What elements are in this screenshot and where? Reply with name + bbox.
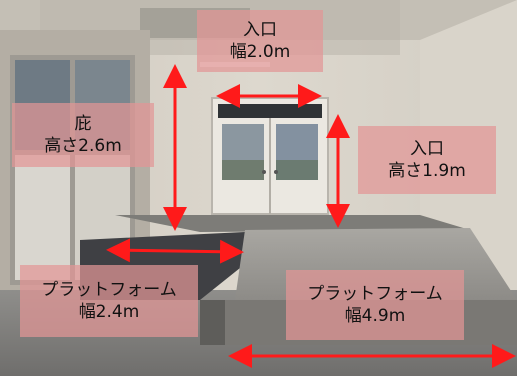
left-door-panel-1 [15,155,70,280]
platform-right-label-line2: 幅4.9m [344,306,406,326]
door-window-left-view [222,160,264,180]
platform-right-label-line1: プラットフォーム [307,284,443,304]
measurement-arrows [106,64,516,368]
entrance-width-label-line2: 幅2.0m [229,42,291,62]
door-handle-right [274,170,278,174]
entrance-height-label-line2: 高さ1.9m [388,161,466,181]
door-handle-left [262,170,266,174]
platform-left-label-line2: 幅2.4m [78,302,140,322]
platform-right-edge [200,300,225,345]
back-platform-top [115,215,470,232]
entrance-width-label-line1: 入口 [243,20,277,40]
door-window-right-view [276,160,318,180]
canopy-height-label-line1: 庇 [74,114,92,134]
entrance-height-label: 入口 高さ1.9m [358,126,496,194]
entrance-width-label: 入口 幅2.0m [197,10,323,72]
platform-left-label-line1: プラットフォーム [41,280,177,300]
platform-left-width-arrow [106,238,244,264]
canopy-height-label: 庇 高さ2.6m [12,103,154,167]
entrance-height-label-line1: 入口 [410,139,444,159]
platform-left-label: プラットフォーム 幅2.4m [20,265,198,337]
platform-right-label: プラットフォーム 幅4.9m [286,270,464,340]
canopy-height-label-line2: 高さ2.6m [44,136,122,156]
door-transom [218,104,322,118]
